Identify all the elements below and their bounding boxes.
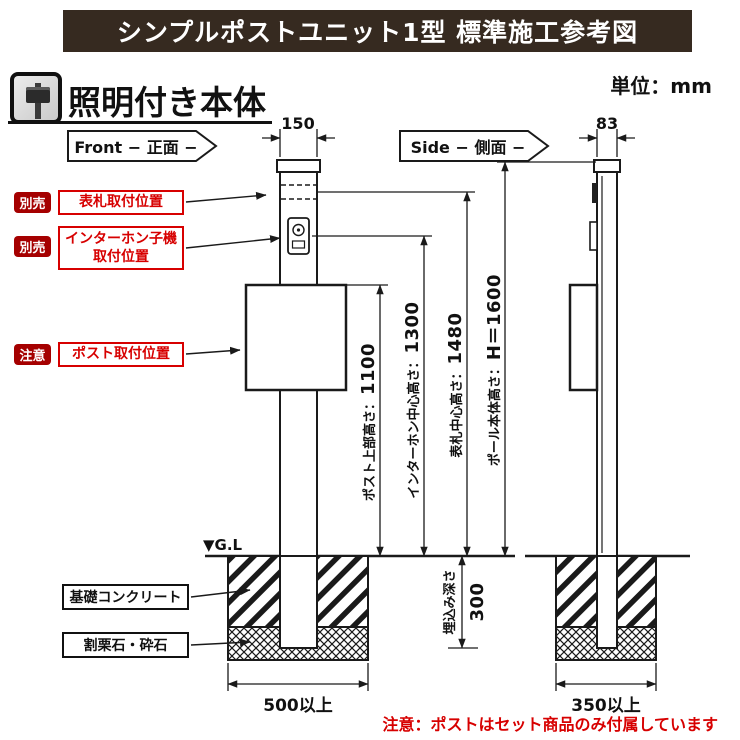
side-pole: [589, 159, 621, 649]
dim-post-top-height: ポスト上部高さ：1100: [357, 342, 379, 502]
intercom-front: [287, 217, 310, 255]
unit-label: 単位：mm: [610, 74, 712, 98]
page-title: シンプルポストユニット1型 標準施工参考図: [116, 18, 639, 47]
dim-pole-body-height: ポール本体高さ：H＝1600: [484, 273, 505, 467]
height-dimension-lines: [376, 161, 509, 649]
side-base-width-dim: 350以上: [571, 696, 641, 716]
badge-caution-post: 注意: [14, 344, 51, 365]
product-photo-thumbnail: [10, 72, 62, 124]
label-crushed-stone: 割栗石・砕石: [62, 632, 189, 658]
side-top-width-dim: 83: [595, 114, 619, 133]
page-title-bar: シンプルポストユニット1型 標準施工参考図: [63, 10, 692, 52]
callout-intercom-position: インターホン子機 取付位置: [58, 226, 184, 270]
dim-embed-depth-label: 埋込み深さ: [442, 569, 458, 635]
front-view-banner-shape: [67, 130, 218, 162]
front-top-width-dim: 150: [281, 114, 315, 133]
nameplate-side: [592, 183, 597, 203]
side-view-banner-shape: [399, 130, 550, 162]
product-photo: [14, 76, 58, 120]
mailbox-side: [568, 283, 599, 392]
front-view-label: Front − 正面 −: [74, 138, 198, 157]
intercom-side: [589, 221, 598, 251]
mailbox-front: [244, 283, 348, 392]
front-pole-cap: [276, 159, 321, 173]
label-foundation-concrete: 基礎コンクリート: [62, 584, 189, 610]
side-pole-cap: [593, 159, 621, 173]
top-width-dimension-lines: [262, 129, 635, 157]
base-width-dimension-lines: [227, 663, 657, 691]
footer-caution-note: 注意：ポストはセット商品のみ付属しています: [382, 715, 718, 734]
front-base-width-dim: 500以上: [263, 696, 333, 716]
callout-post-position: ポスト取付位置: [58, 342, 184, 367]
section-title-underline: [8, 121, 272, 124]
badge-sold-separately-nameplate: 別売: [14, 192, 51, 213]
photo-mailbox-shape: [26, 87, 50, 103]
badge-sold-separately-intercom: 別売: [14, 236, 51, 257]
callout-leader-lines: [185, 191, 281, 647]
callout-nameplate-position: 表札取付位置: [58, 190, 184, 215]
side-view-label: Side − 側面 −: [410, 138, 526, 157]
dim-intercom-center-height: インターホン中心高さ：1300: [401, 301, 423, 499]
dim-embed-depth-value: 300: [466, 582, 488, 622]
section-title: 照明付き本体: [68, 83, 266, 122]
dim-nameplate-center-height: 表札中心高さ：1480: [444, 312, 466, 458]
ground-level-label: ▼G.L: [203, 536, 243, 554]
